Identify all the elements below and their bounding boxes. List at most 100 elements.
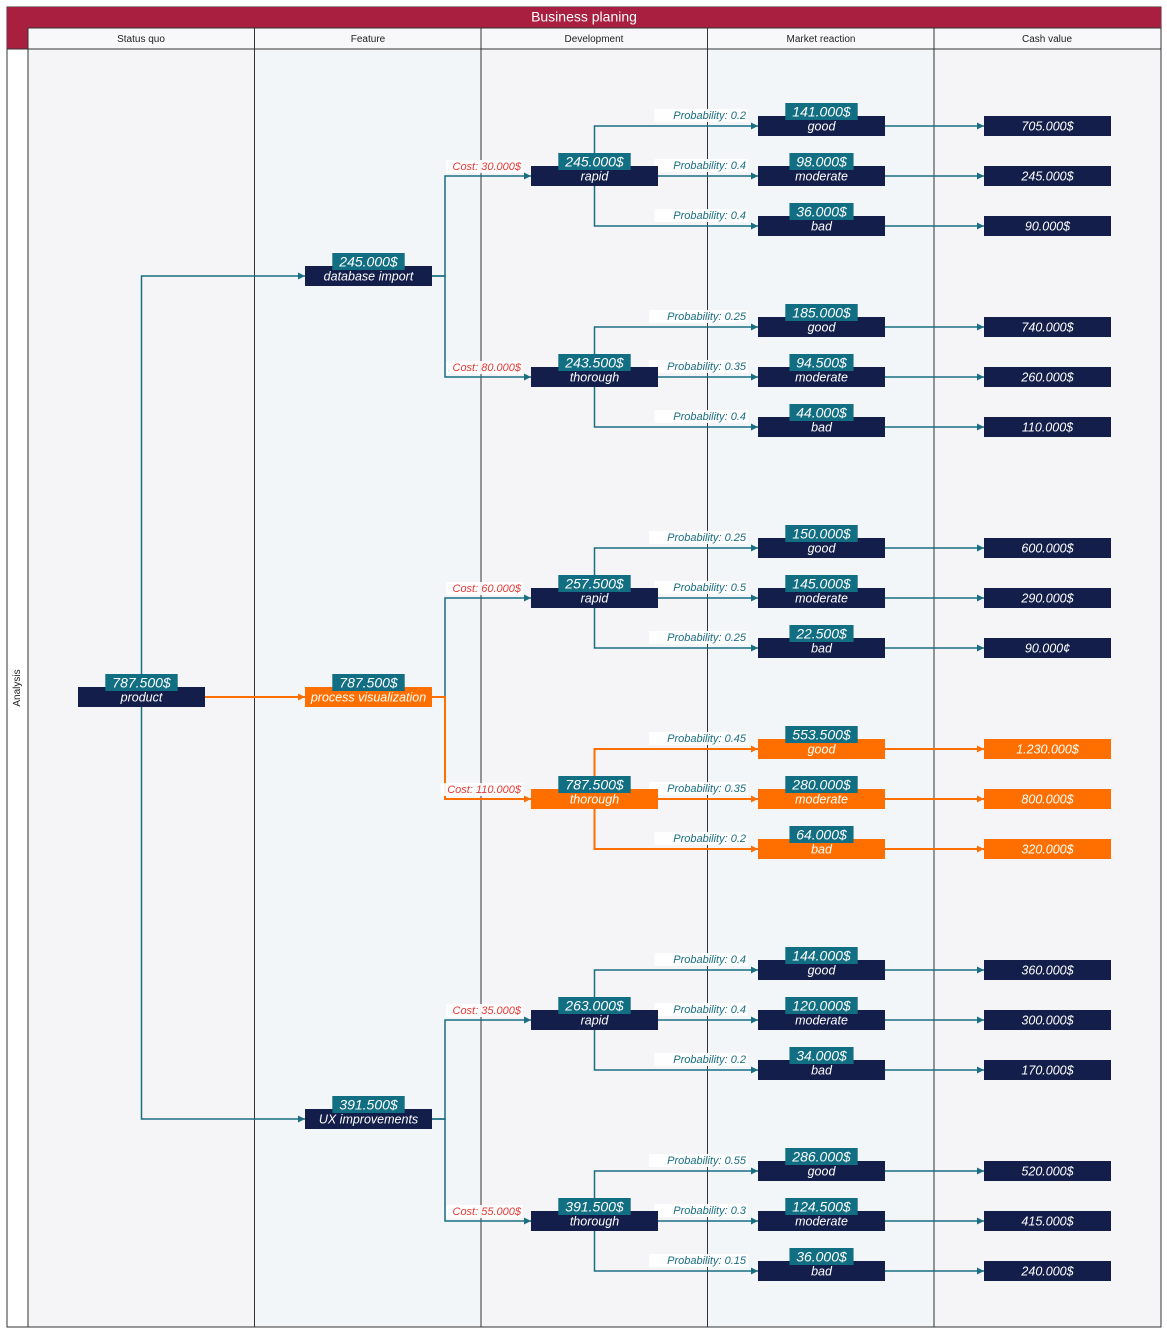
probability-label: Probability: 0.2 — [673, 110, 746, 122]
cash-value-node-label: 600.000$ — [1021, 542, 1074, 556]
outcome-node-label: bad — [811, 421, 833, 435]
outcome-node-value-bg — [785, 525, 858, 542]
development-node-value: 243.500$ — [564, 355, 624, 371]
outcome-node-value-bg — [785, 726, 858, 743]
outcome-node-value-bg — [789, 404, 854, 421]
development-node-label: thorough — [570, 793, 619, 807]
outcome-node-value: 553.500$ — [792, 727, 851, 743]
outcome-node-box — [758, 1211, 885, 1231]
outcome-node-value-bg — [785, 103, 858, 120]
edge-root-feature — [140, 707, 305, 1123]
probability-label-bg — [654, 1053, 748, 1066]
probability-label-bg — [648, 631, 748, 644]
root-node-value-bg — [105, 674, 178, 691]
cash-value-node-box — [984, 789, 1111, 809]
probability-label-bg — [654, 1204, 748, 1217]
outcome-node-label: good — [808, 743, 837, 757]
development-node-box — [531, 1211, 658, 1231]
probability-label-bg — [648, 732, 748, 745]
outcome-node-label: good — [808, 1165, 837, 1179]
probability-label: Probability: 0.4 — [673, 411, 746, 423]
outcome-node-value: 141.000$ — [792, 104, 851, 120]
cash-value-node-box — [984, 1161, 1111, 1181]
outcome-node-box — [758, 317, 885, 337]
outcome-node-box — [758, 116, 885, 136]
cash-value-node-label: 290.000$ — [1020, 592, 1074, 606]
edge-root-feature — [140, 272, 305, 687]
row-label: Analysis — [12, 669, 23, 706]
probability-label: Probability: 0.4 — [673, 160, 746, 172]
cash-value-node-label: 705.000$ — [1021, 120, 1074, 134]
edge-feature-development — [432, 696, 531, 803]
title-bar — [7, 7, 1161, 28]
probability-label-bg — [654, 581, 748, 594]
development-node-value-bg — [558, 153, 631, 170]
probability-label: Probability: 0.3 — [673, 1205, 747, 1217]
outcome-node-value-bg — [789, 354, 854, 371]
development-node-label: thorough — [570, 371, 619, 385]
edge-development-outcome — [593, 1030, 758, 1074]
cash-value-node-box — [984, 538, 1111, 558]
outcome-node-label: good — [808, 321, 837, 335]
outcome-node-value: 144.000$ — [792, 948, 851, 964]
outcome-node-value-bg — [789, 1047, 854, 1064]
lane-title: Development — [565, 34, 624, 45]
edge-development-outcome — [593, 745, 758, 789]
probability-label: Probability: 0.4 — [673, 1004, 746, 1016]
outcome-node-box — [758, 638, 885, 658]
cash-value-node-label: 300.000$ — [1021, 1014, 1074, 1028]
probability-label: Probability: 0.55 — [667, 1155, 747, 1167]
outcome-node-box — [758, 1161, 885, 1181]
cash-value-node-box — [984, 417, 1111, 437]
probability-label: Probability: 0.2 — [673, 833, 746, 845]
probability-label: Probability: 0.45 — [667, 733, 747, 745]
lane-body — [933, 48, 1162, 1328]
edge-feature-development — [432, 1118, 531, 1225]
probability-label: Probability: 0.4 — [673, 954, 746, 966]
cash-value-node-label: 360.000$ — [1021, 964, 1074, 978]
outcome-node-value: 22.500$ — [795, 626, 847, 642]
feature-node-value-bg — [332, 1096, 405, 1113]
edge-development-outcome — [593, 387, 758, 431]
edge-development-outcome — [593, 323, 758, 367]
cost-label: Cost: 110.000$ — [447, 784, 522, 796]
cash-value-node-label: 415.000$ — [1021, 1215, 1074, 1229]
development-node-value-bg — [558, 776, 631, 793]
development-node-box — [531, 166, 658, 186]
diagram-title: Business planing — [531, 9, 637, 25]
outcome-node-box — [758, 588, 885, 608]
development-node-value-bg — [558, 575, 631, 592]
feature-node-label: database import — [324, 270, 414, 284]
outcome-node-value-bg — [789, 625, 854, 642]
lane-header — [933, 27, 1162, 50]
outcome-node-value-bg — [785, 1198, 858, 1215]
probability-label: Probability: 0.25 — [667, 632, 747, 644]
edge-development-outcome — [593, 809, 758, 853]
outcome-node-value: 124.500$ — [792, 1199, 851, 1215]
outcome-node-box — [758, 166, 885, 186]
cash-value-node-label: 740.000$ — [1021, 321, 1074, 335]
probability-label-bg — [654, 159, 748, 172]
cash-value-node-box — [984, 839, 1111, 859]
outcome-node-value: 36.000$ — [796, 1249, 847, 1265]
probability-label-bg — [654, 1003, 748, 1016]
probability-label-bg — [648, 1254, 748, 1267]
cash-value-node-label: 240.000$ — [1020, 1265, 1074, 1279]
outcome-node-label: moderate — [795, 592, 848, 606]
outcome-node-value: 44.000$ — [796, 405, 847, 421]
cash-value-node-box — [984, 1261, 1111, 1281]
development-node-value: 245.000$ — [564, 154, 624, 170]
probability-label: Probability: 0.2 — [673, 1054, 746, 1066]
cash-value-node-label: 170.000$ — [1021, 1064, 1074, 1078]
development-node-value-bg — [558, 997, 631, 1014]
probability-label: Probability: 0.35 — [667, 783, 747, 795]
feature-node-value: 245.000$ — [338, 254, 398, 270]
lane-title: Feature — [351, 34, 386, 45]
outcome-node-label: bad — [811, 220, 833, 234]
outcome-node-label: moderate — [795, 793, 848, 807]
cash-value-node-box — [984, 317, 1111, 337]
cash-value-node-box — [984, 166, 1111, 186]
cash-value-node-box — [984, 588, 1111, 608]
outcome-node-box — [758, 839, 885, 859]
probability-label-bg — [654, 109, 748, 122]
